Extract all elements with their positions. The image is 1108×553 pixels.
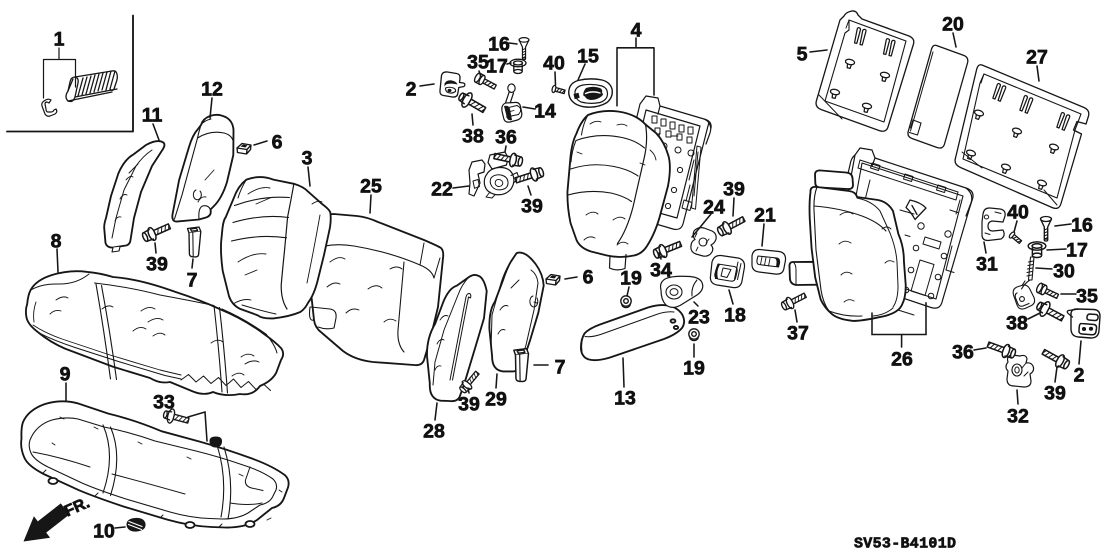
svg-text:1: 1 xyxy=(54,29,65,51)
svg-text:6: 6 xyxy=(583,267,594,289)
svg-text:2: 2 xyxy=(406,79,417,101)
svg-text:18: 18 xyxy=(724,305,746,327)
svg-text:11: 11 xyxy=(142,105,163,127)
svg-text:27: 27 xyxy=(1026,47,1048,69)
svg-text:24: 24 xyxy=(703,197,725,219)
svg-text:12: 12 xyxy=(201,79,223,101)
svg-text:33: 33 xyxy=(153,392,175,414)
svg-text:20: 20 xyxy=(942,14,964,36)
svg-text:37: 37 xyxy=(787,323,809,345)
svg-text:6: 6 xyxy=(272,132,283,154)
svg-text:39: 39 xyxy=(521,196,543,218)
svg-text:39: 39 xyxy=(1044,383,1066,405)
svg-text:32: 32 xyxy=(1007,406,1029,428)
svg-text:38: 38 xyxy=(462,126,484,148)
svg-text:SV53-B4101D: SV53-B4101D xyxy=(854,536,956,553)
svg-text:22: 22 xyxy=(431,179,453,201)
svg-text:28: 28 xyxy=(423,421,445,443)
svg-text:10: 10 xyxy=(93,521,115,543)
svg-text:38: 38 xyxy=(1006,313,1028,335)
svg-text:4: 4 xyxy=(631,20,642,42)
svg-text:9: 9 xyxy=(60,364,71,386)
svg-text:31: 31 xyxy=(976,254,998,276)
svg-text:14: 14 xyxy=(534,101,556,123)
svg-text:30: 30 xyxy=(1053,261,1075,283)
svg-text:5: 5 xyxy=(797,44,808,66)
svg-text:36: 36 xyxy=(495,127,517,149)
svg-text:15: 15 xyxy=(577,46,599,68)
svg-text:3: 3 xyxy=(302,148,313,170)
svg-text:29: 29 xyxy=(485,389,507,411)
svg-text:35: 35 xyxy=(1076,286,1098,308)
svg-text:26: 26 xyxy=(891,349,913,371)
svg-text:19: 19 xyxy=(620,268,642,290)
svg-text:39: 39 xyxy=(723,179,745,201)
svg-text:17: 17 xyxy=(1066,240,1088,262)
svg-text:7: 7 xyxy=(187,270,198,292)
svg-text:13: 13 xyxy=(614,388,636,410)
svg-text:8: 8 xyxy=(51,231,62,253)
svg-text:39: 39 xyxy=(146,254,168,276)
svg-text:36: 36 xyxy=(952,342,974,364)
svg-text:16: 16 xyxy=(1071,215,1093,237)
svg-text:23: 23 xyxy=(688,307,710,329)
svg-text:7: 7 xyxy=(555,357,566,379)
svg-text:2: 2 xyxy=(1074,365,1085,387)
svg-text:17: 17 xyxy=(486,56,508,78)
svg-text:40: 40 xyxy=(1007,202,1029,224)
svg-text:25: 25 xyxy=(360,176,382,198)
svg-text:39: 39 xyxy=(458,394,480,416)
svg-text:16: 16 xyxy=(488,34,510,56)
svg-text:34: 34 xyxy=(650,260,672,282)
svg-text:19: 19 xyxy=(683,358,705,380)
svg-text:40: 40 xyxy=(543,53,565,75)
svg-text:21: 21 xyxy=(754,205,776,227)
svg-text:35: 35 xyxy=(467,52,489,74)
